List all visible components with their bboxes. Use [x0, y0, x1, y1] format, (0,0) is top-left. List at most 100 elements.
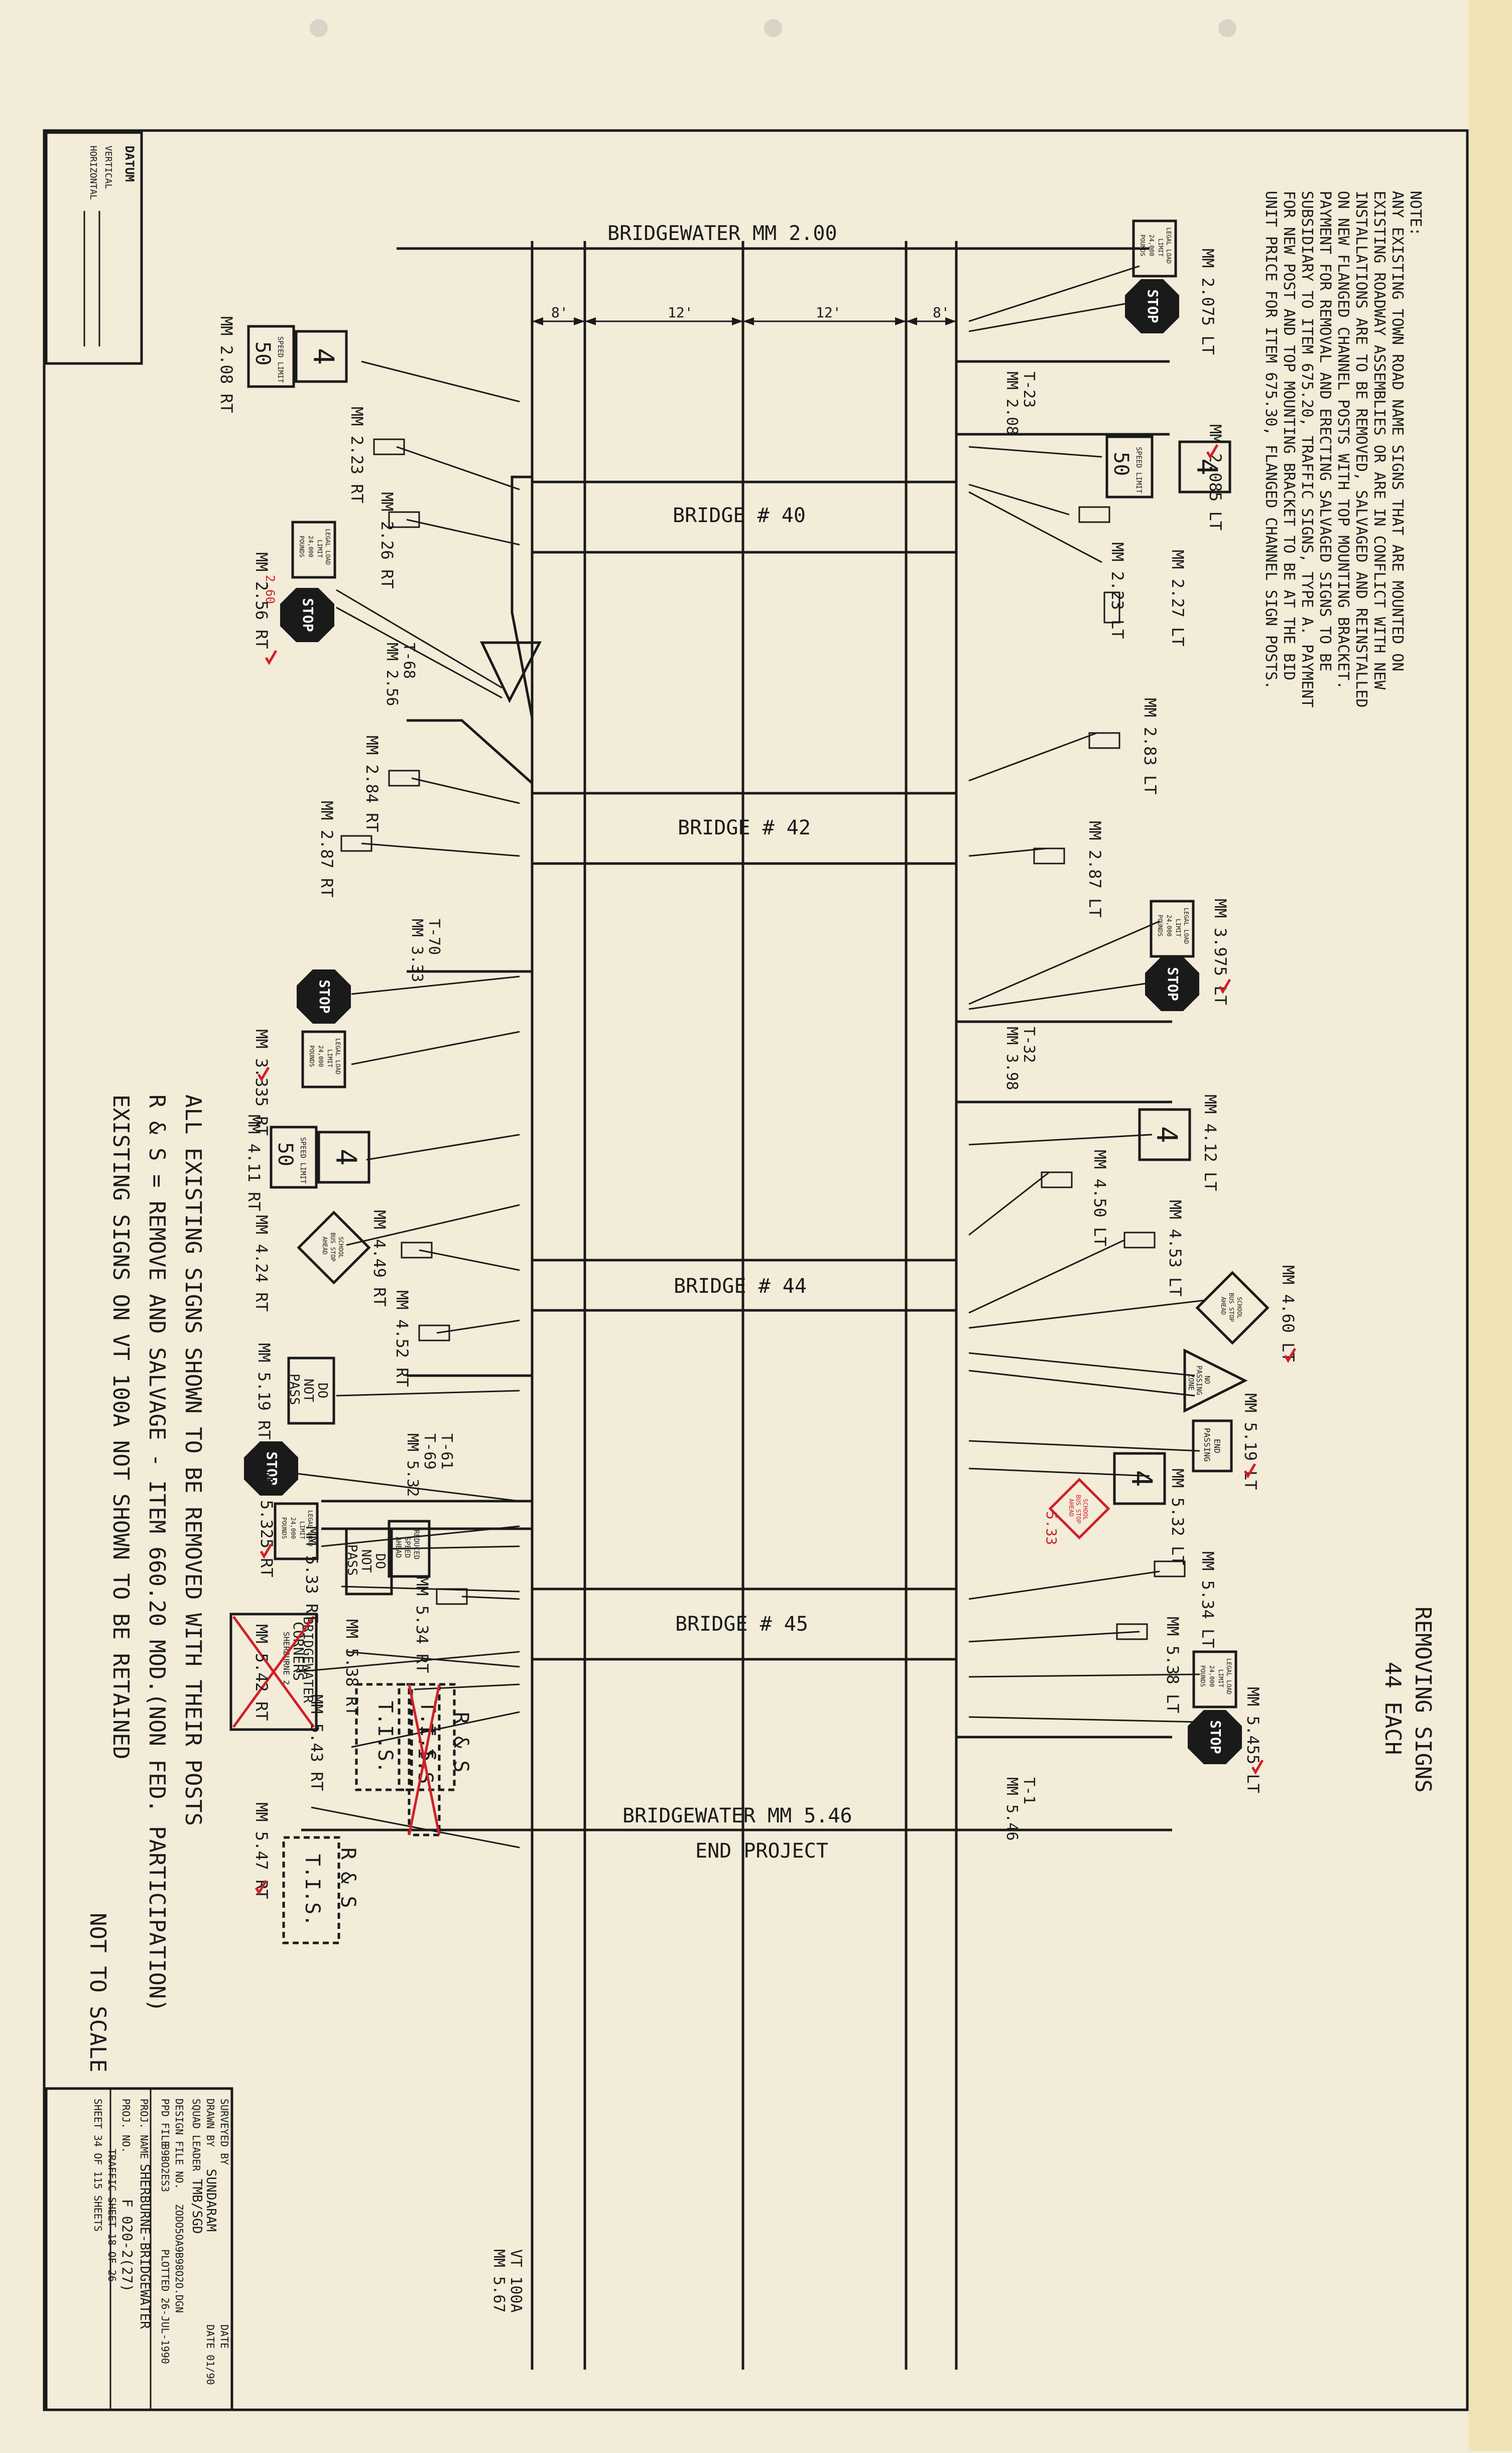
side-road-t68: T-68 MM 2.56: [383, 412, 542, 784]
route-number: 4: [307, 348, 339, 365]
start-station-label: BRIDGEWATER MM 2.00: [607, 222, 837, 245]
object-marker: [388, 511, 420, 528]
svg-text:END: END: [1212, 1439, 1222, 1453]
notes-heading: NOTE:: [1407, 191, 1424, 236]
object-marker: [373, 438, 405, 455]
svg-text:NOT: NOT: [358, 1549, 373, 1573]
mm-label-rt: MM 5.34 RT: [413, 1576, 432, 1673]
side-road-mm: MM 5.32: [404, 1433, 421, 1497]
speed-limit-sign: SPEED LIMIT 50: [247, 325, 295, 388]
mm-label-lt: MM 2.085 LT: [1206, 424, 1225, 531]
tb-design-value: ZODO5OA9B98O2O.DGN: [173, 2204, 185, 2313]
svg-text:ZONE: ZONE: [1187, 1374, 1195, 1391]
speed-limit-sign: SPEED LIMIT 50: [1105, 435, 1154, 499]
rt-labels: MM 2.08 RT MM 2.23 RT MM 2.26 RT MM 2.56…: [217, 316, 432, 1899]
route-shield: 4: [1138, 1108, 1191, 1161]
notes-line: UNIT PRICE FOR ITEM 675.30, FLANGED CHAN…: [1262, 191, 1280, 689]
mm-label-rt: MM 3.335 RT: [252, 1029, 271, 1136]
mm-label-lt: MM 4.50 LT: [1090, 1150, 1109, 1247]
svg-text:SCHOOL: SCHOOL: [1082, 1499, 1089, 1520]
legend-line: EXISTING SIGNS ON VT 100A NOT SHOWN TO B…: [108, 1094, 134, 1760]
rs-label: R & S: [336, 1848, 359, 1908]
tb-squad: SQUAD LEADER: [190, 2099, 202, 2171]
svg-text:NOT: NOT: [301, 1379, 316, 1402]
mm-label-lt: MM 2.27 LT: [1168, 550, 1187, 647]
side-road-name2: T-69: [421, 1433, 438, 1469]
mm-label-rt: MM 2.23 RT: [347, 407, 366, 504]
datum-box: [45, 131, 143, 365]
notes-line: ON NEW FLANGED CHANNEL POSTS WITH TOP MO…: [1334, 191, 1352, 689]
side-road-name: T-1: [1020, 1777, 1038, 1804]
side-road-mm: MM 3.98: [1003, 1027, 1021, 1090]
svg-text:AHEAD: AHEAD: [394, 1537, 402, 1558]
stop-sign: STOP: [244, 1441, 298, 1496]
bridge-label: BRIDGE # 44: [674, 1275, 807, 1298]
notes-line: INSTALLATIONS ARE TO BE REMOVED, SALVAGE…: [1352, 191, 1370, 708]
mm-label-lt: MM 2.23 LT: [1108, 542, 1127, 639]
svg-text:SPEED: SPEED: [403, 1537, 411, 1558]
svg-text:T.I.S.: T.I.S.: [301, 1854, 324, 1927]
mm-label-rt: MM 5.42 RT: [252, 1624, 271, 1721]
svg-text:REDUCED: REDUCED: [412, 1530, 420, 1559]
notes-block: NOTE: ANY EXISTING TOWN ROAD NAME SIGNS …: [1262, 191, 1424, 708]
edge-tape: [1469, 0, 1512, 2451]
legend: ALL EXISTING SIGNS SHOWN TO BE REMOVED W…: [108, 1094, 206, 2012]
side-road-name: T-68: [400, 643, 418, 679]
svg-text:AHEAD: AHEAD: [321, 1237, 328, 1255]
side-road-name: T-23: [1020, 372, 1038, 408]
svg-text:24,000: 24,000: [307, 536, 314, 557]
end-project-label: END PROJECT: [695, 1839, 828, 1863]
side-road-mm: MM 2.08: [1003, 372, 1021, 435]
object-marker: [1123, 1232, 1156, 1249]
dim-shoulder-right: 8': [933, 304, 950, 321]
object-marker: [436, 1588, 468, 1605]
svg-text:LIMIT: LIMIT: [316, 540, 323, 558]
svg-text:PASSING: PASSING: [1202, 1428, 1212, 1461]
route-number: 4: [329, 1149, 362, 1166]
svg-text:POUNDS: POUNDS: [281, 1517, 288, 1539]
tb-project-no-label: PROJ. NO.: [120, 2099, 132, 2153]
speed-limit-sign: SPEED LIMIT 50: [270, 1126, 318, 1189]
school-bus-sign: SCHOOL BUS STOP AHEAD: [297, 1210, 371, 1285]
svg-text:24,000: 24,000: [1166, 915, 1173, 936]
tb-sheet: SHEET 34 OF 115 SHEETS: [92, 2099, 104, 2232]
side-road-vt100a: VT 100A MM 5.67: [490, 2249, 525, 2312]
svg-text:POUNDS: POUNDS: [1199, 1665, 1206, 1687]
tb-project-name-label: PROJ. NAME: [138, 2099, 150, 2159]
svg-text:LEGAL LOAD: LEGAL LOAD: [307, 1510, 314, 1546]
lt-labels: MM 2.075 LT MM 2.085 LT MM 2.23 LT MM 2.…: [1085, 249, 1298, 1793]
bridge-label: BRIDGE # 45: [675, 1613, 808, 1636]
datum-title: DATUM: [122, 146, 137, 182]
tb-date: DATE 01/90: [204, 2324, 216, 2385]
bridge-label: BRIDGE # 40: [673, 504, 806, 527]
tb-ppd-value: 89BO2ES3: [159, 2144, 171, 2192]
svg-text:NO: NO: [1203, 1376, 1211, 1384]
drawing-border: [43, 129, 1469, 2411]
svg-text:24,000: 24,000: [1148, 234, 1155, 256]
svg-text:LIMIT: LIMIT: [299, 1521, 306, 1539]
notes-line: EXISTING ROADWAY ASSEMBLIES OR ARE IN CO…: [1370, 191, 1388, 690]
stop-sign-text: STOP: [316, 979, 333, 1013]
tis-sign-crossed: T.I.S.: [408, 1683, 441, 1836]
red-mm-note: 5.33: [1043, 1511, 1060, 1545]
svg-text:LEGAL LOAD: LEGAL LOAD: [334, 1038, 341, 1074]
svg-text:PASS: PASS: [344, 1544, 359, 1576]
notes-line: FOR NEW POST AND TOP MOUNTING BRACKET TO…: [1280, 191, 1298, 680]
mm-label-rt: MM 2.56 RT: [252, 552, 271, 649]
mm-label-lt: MM 2.075 LT: [1198, 249, 1217, 355]
svg-text:SCHOOL: SCHOOL: [337, 1237, 344, 1258]
tb-design-file: DESIGN FILE NO.: [173, 2099, 185, 2189]
tis-sign: T.I.S.: [355, 1683, 413, 1791]
route-shield: 4: [1178, 440, 1231, 494]
mm-label-rt: MM 5.38 RT: [342, 1619, 361, 1716]
svg-text:24,000: 24,000: [290, 1517, 297, 1539]
mm-label-rt: MM 5.43 RT: [307, 1694, 326, 1791]
dim-lane-left: 12': [668, 304, 693, 321]
mm-label-lt: MM 5.34 LT: [1198, 1551, 1217, 1648]
mm-label-rt: MM 2.87 RT: [317, 801, 336, 898]
legal-load-sign: LEGAL LOAD LIMIT 24,000 POUNDS: [301, 1030, 346, 1088]
object-marker: [1154, 1560, 1186, 1577]
side-road-mm: MM 3.33: [408, 919, 426, 982]
tb-squad-value: TMB/SGD: [189, 2179, 204, 2234]
red-sign-annotation: SCHOOL BUS STOP AHEAD: [1048, 1478, 1110, 1540]
